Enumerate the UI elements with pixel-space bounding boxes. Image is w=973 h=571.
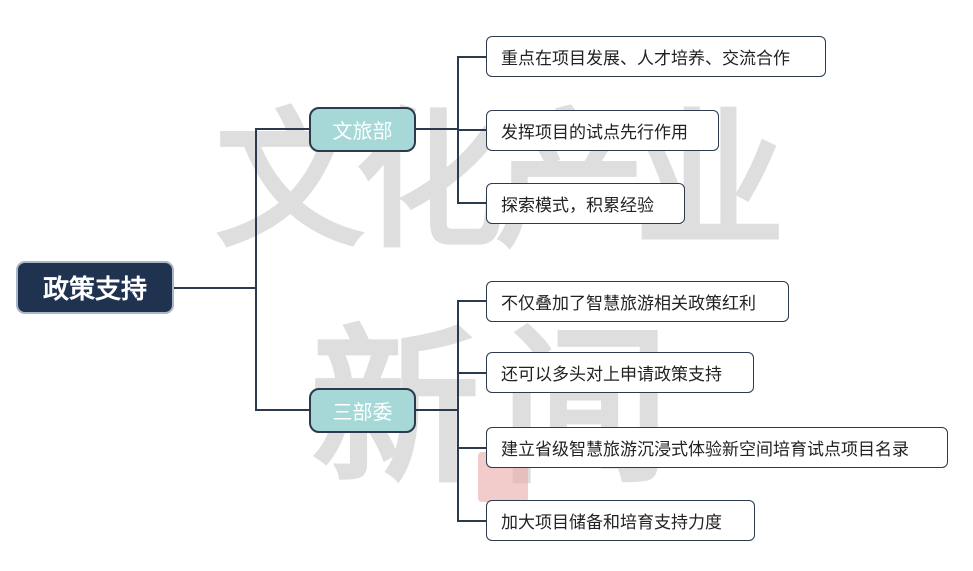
connector <box>416 128 459 130</box>
connector <box>457 56 487 58</box>
connector <box>457 129 487 131</box>
leaf-node[interactable]: 不仅叠加了智慧旅游相关政策红利 <box>486 281 789 322</box>
connector <box>255 128 257 410</box>
connector <box>457 372 487 374</box>
leaf-node[interactable]: 发挥项目的试点先行作用 <box>486 110 719 151</box>
leaf-node[interactable]: 重点在项目发展、人才培养、交流合作 <box>486 36 826 77</box>
leaf-node[interactable]: 加大项目储备和培育支持力度 <box>486 500 755 541</box>
connector <box>457 447 487 449</box>
connector <box>457 300 459 522</box>
watermark-text-top: 文化产业 <box>215 93 785 269</box>
root-node[interactable]: 政策支持 <box>16 261 174 314</box>
connector <box>174 287 257 289</box>
leaf-node[interactable]: 还可以多头对上申请政策支持 <box>486 352 754 393</box>
leaf-node[interactable]: 探索模式，积累经验 <box>486 183 685 224</box>
connector <box>457 520 487 522</box>
branch-node-sanbuwei[interactable]: 三部委 <box>309 388 416 433</box>
branch-node-wenlvbu[interactable]: 文旅部 <box>309 107 416 152</box>
connector <box>255 409 310 411</box>
leaf-node[interactable]: 建立省级智慧旅游沉浸式体验新空间培育试点项目名录 <box>486 427 948 468</box>
connector <box>255 128 310 130</box>
connector <box>457 202 487 204</box>
connector <box>416 409 459 411</box>
connector <box>457 300 487 302</box>
